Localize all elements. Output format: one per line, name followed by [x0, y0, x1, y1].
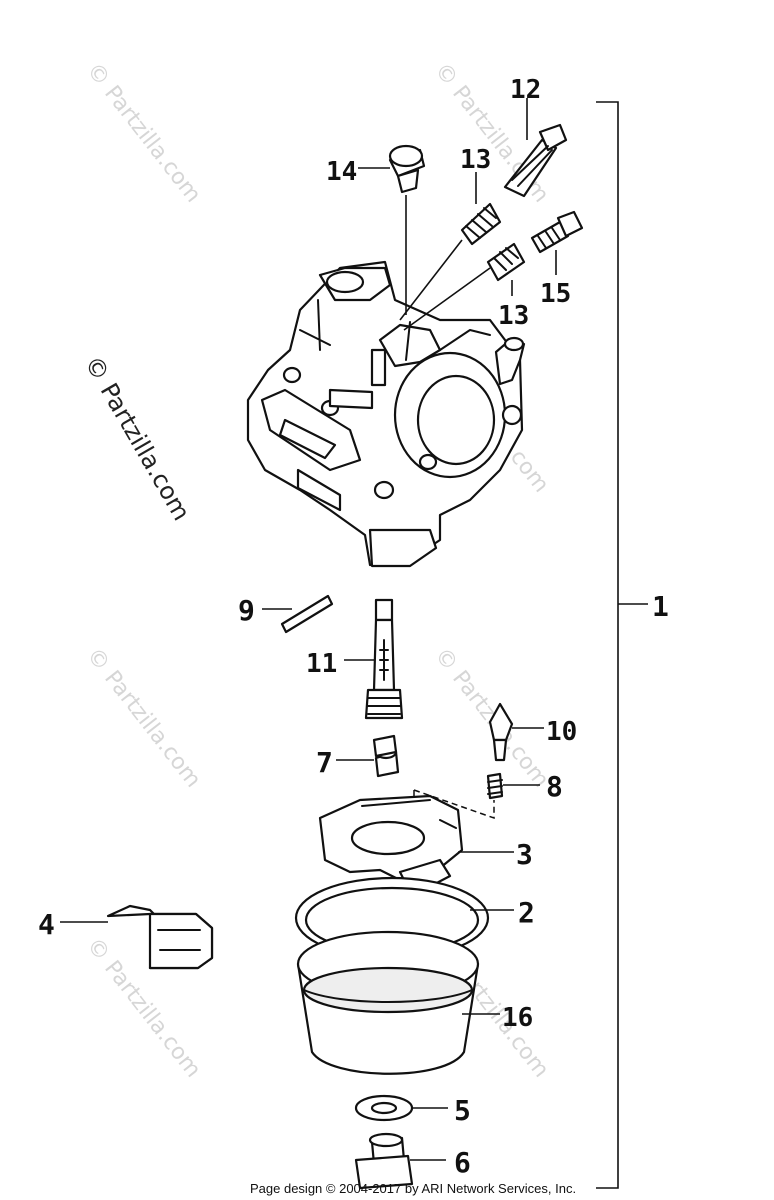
callout-12: 12 — [510, 75, 541, 105]
callout-4: 4 — [38, 908, 55, 941]
part-13-spring-lower — [403, 242, 526, 331]
part-11-nozzle — [344, 598, 404, 720]
callout-1: 1 — [652, 590, 669, 623]
part-14-screw — [358, 144, 426, 315]
part-12-needle-screw — [503, 98, 568, 198]
part-3-float — [318, 794, 514, 898]
part-9-pin — [262, 594, 334, 634]
callout-8: 8 — [546, 770, 563, 803]
part-16-float-bowl — [296, 930, 500, 1075]
callout-2: 2 — [518, 896, 535, 929]
callout-6: 6 — [454, 1146, 471, 1179]
callout-7: 7 — [316, 746, 333, 779]
callout-3: 3 — [516, 838, 533, 871]
footer-copyright: Page design © 2004-2017 by ARI Network S… — [250, 1181, 576, 1196]
callout-11: 11 — [306, 649, 337, 679]
callout-5: 5 — [454, 1094, 471, 1127]
callout-15: 15 — [540, 279, 571, 309]
part-5-washer — [354, 1094, 448, 1122]
part-10-needle — [488, 702, 544, 762]
part-13-spring-upper — [399, 172, 502, 321]
watermark-1: © Partzilla.com — [81, 58, 205, 207]
part-7-jet — [336, 734, 400, 778]
callout-13-lower: 13 — [498, 301, 529, 331]
part-4-float-lever — [60, 904, 214, 970]
assembly-bracket — [596, 101, 648, 1189]
callout-10: 10 — [546, 717, 577, 747]
callout-13-upper: 13 — [460, 145, 491, 175]
callout-14: 14 — [326, 157, 357, 187]
part-6-bolt — [354, 1132, 446, 1190]
callout-16: 16 — [502, 1003, 533, 1033]
watermark-4: © Partzilla.com — [81, 643, 205, 792]
carburetor-body — [246, 260, 526, 568]
part-15-screw — [530, 210, 584, 275]
part-8-spring — [486, 772, 540, 800]
callout-9: 9 — [238, 594, 255, 627]
callout-labels: 1 2 3 4 5 6 7 8 9 10 11 12 13 13 14 15 1… — [38, 75, 669, 1179]
watermark-vertical: © Partzilla.com — [79, 351, 196, 525]
